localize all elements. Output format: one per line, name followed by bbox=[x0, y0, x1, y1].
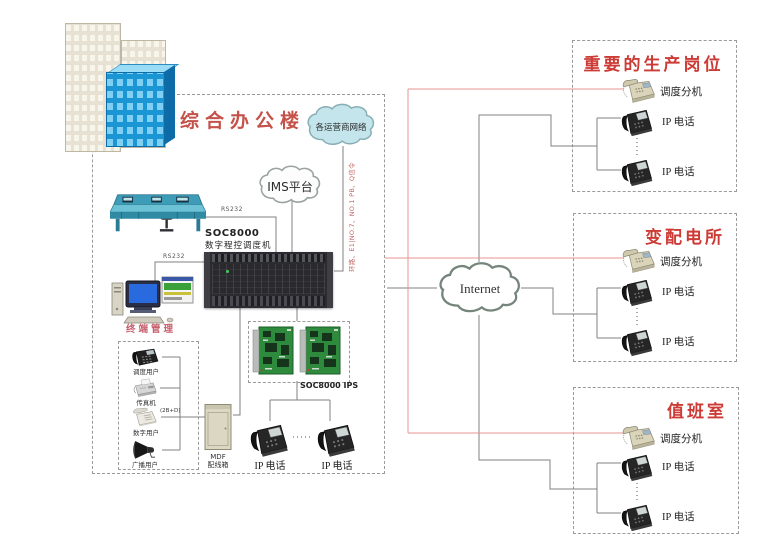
site-box-duty-room bbox=[573, 387, 739, 534]
ip-phone-label-site1-2: IP 电话 bbox=[662, 167, 695, 178]
ims-cloud-label: IMS平台 bbox=[267, 180, 313, 194]
link-operators-to-pbx bbox=[334, 146, 344, 272]
digital-user-phone-icon bbox=[131, 406, 159, 427]
link-console-to-pbx bbox=[203, 216, 277, 252]
blue-tower-side bbox=[164, 64, 175, 145]
dispatch-user-phone-icon bbox=[128, 345, 161, 368]
ip-phone-icon-site2-2 bbox=[617, 326, 655, 357]
pbx-name-label: 数字程控调度机 bbox=[205, 241, 272, 251]
ip-phone-icon-local-2 bbox=[312, 420, 358, 458]
pbx-rack bbox=[204, 252, 333, 308]
internet-cloud-label: Internet bbox=[459, 281, 501, 296]
site-box-substation bbox=[573, 213, 737, 362]
operators-cloud-label: 各运营商网络 bbox=[315, 123, 367, 133]
ip-phone-label-site2-1: IP 电话 bbox=[662, 287, 695, 298]
office-building-group-box bbox=[92, 94, 385, 474]
pc-link-label: RS232 bbox=[163, 253, 185, 260]
rack-card-slots bbox=[212, 264, 325, 294]
ip-phone-label-site1-1: IP 电话 bbox=[662, 117, 695, 128]
link-subscribers-to-mdf bbox=[160, 356, 205, 451]
ip-phone-label-site3-2: IP 电话 bbox=[662, 512, 695, 523]
fax-machine-icon bbox=[131, 376, 159, 398]
mdf-label-line1: MDF bbox=[210, 453, 226, 461]
dispatch-ext-label-site1: 调度分机 bbox=[660, 87, 702, 98]
ips-board-icon-2 bbox=[299, 325, 343, 377]
link-pc-to-pbx bbox=[154, 261, 204, 283]
blue-tower bbox=[106, 72, 165, 147]
subscribers-group-box bbox=[118, 341, 199, 470]
ip-phone-label-site3-1: IP 电话 bbox=[662, 462, 695, 473]
fax-machine-label: 传真机 bbox=[136, 399, 156, 407]
ips-board-icon-1 bbox=[252, 325, 296, 377]
dispatcher-console-icon bbox=[108, 190, 208, 238]
dispatch-ext-label-site3: 调度分机 bbox=[660, 434, 702, 445]
site-production-title: 重要的生产岗位 bbox=[583, 55, 724, 74]
ip-phone-label-local-1: IP 电话 bbox=[254, 461, 286, 472]
site-duty-room-title: 值班室 bbox=[667, 402, 727, 421]
link-pbx-to-mdf bbox=[233, 308, 241, 416]
mdf-label-line2: 配线箱 bbox=[207, 461, 229, 469]
broadcast-horn-icon bbox=[129, 439, 160, 460]
ip-phone-icon-local-1 bbox=[245, 420, 291, 458]
link-internet-to-site1 bbox=[478, 114, 621, 262]
mdf-label: MDF 配线箱 bbox=[199, 453, 237, 469]
trunk-signalling-label: 环路、E1|NO.7、NO.1 PB、Q信令 bbox=[348, 162, 356, 272]
site-substation-title: 变配电所 bbox=[645, 228, 725, 247]
link-internet-to-site2 bbox=[521, 287, 621, 339]
rack-flange-right bbox=[327, 252, 333, 308]
dispatch-ext-icon-site1 bbox=[620, 76, 656, 103]
rack-flange-left bbox=[204, 252, 210, 308]
ip-phone-icon-site1-1 bbox=[617, 106, 655, 137]
ip-phone-label-site2-2: IP 电话 bbox=[662, 337, 695, 348]
site-duty-room: 值班室 bbox=[573, 387, 737, 532]
site-production: 重要的生产岗位 bbox=[572, 40, 735, 190]
ip-phone-icon-site2-1 bbox=[617, 276, 655, 307]
ips-label: SOC8000 IPS bbox=[300, 381, 359, 390]
2bd-line-label: (2B+D) bbox=[160, 408, 181, 414]
ip-phone-label-local-2: IP 电话 bbox=[321, 461, 353, 472]
ip-phone-icon-site3-2 bbox=[617, 501, 655, 532]
management-pc-icon bbox=[110, 275, 195, 325]
ips-boards-group-box bbox=[248, 321, 350, 383]
ip-phone-icon-site3-1 bbox=[617, 451, 655, 482]
link-internet-to-site3 bbox=[478, 315, 621, 514]
rack-bottom-vent bbox=[212, 296, 325, 306]
building-title: 综合办公楼 bbox=[180, 111, 306, 132]
rack-led bbox=[226, 270, 229, 273]
ip-phone-icon-site1-2 bbox=[617, 156, 655, 187]
link-ips-to-ip-phones bbox=[269, 381, 331, 421]
dispatch-ext-icon-site3 bbox=[620, 423, 656, 450]
site-box-production bbox=[572, 40, 737, 192]
site-substation: 变配电所 bbox=[573, 213, 735, 360]
console-link-label: RS232 bbox=[221, 206, 243, 213]
pbx-model-label: SOC8000 bbox=[205, 228, 260, 239]
rack-top-vent bbox=[212, 254, 325, 262]
dispatch-ext-label-site2: 调度分机 bbox=[660, 257, 702, 268]
dispatch-user-label: 调度用户 bbox=[133, 368, 159, 376]
dispatch-ext-icon-site2 bbox=[620, 246, 656, 273]
mdf-cabinet-icon bbox=[204, 401, 232, 452]
broadcast-user-label: 广播用户 bbox=[132, 461, 158, 469]
digital-user-label: 数字用户 bbox=[133, 429, 159, 437]
terminal-management-label: 终端管理 bbox=[126, 324, 177, 335]
